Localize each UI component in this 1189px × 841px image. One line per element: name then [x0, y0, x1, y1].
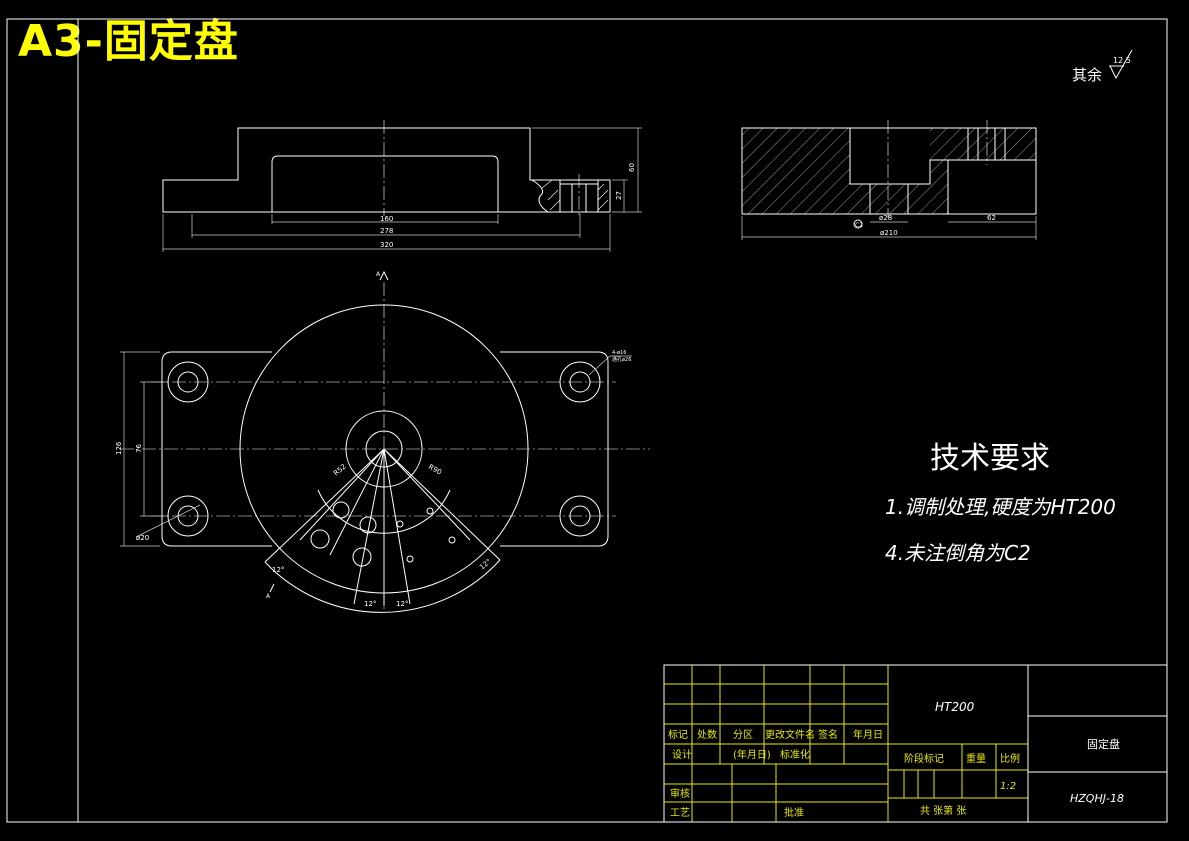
dim-76: 76	[135, 444, 143, 453]
stage-mark-label: 阶段标记	[904, 752, 944, 765]
hole-note-1: 4-ø16	[612, 350, 626, 356]
review-label: 审核	[670, 787, 690, 800]
process-label: 工艺	[670, 807, 690, 819]
dim-278: 278	[380, 227, 393, 235]
section-view: C2 ø28 ø210 62	[741, 120, 1037, 240]
dim-160: 160	[380, 215, 393, 223]
front-view: 160 278 320 60 27	[162, 120, 642, 252]
section-mark-top: A	[376, 271, 381, 278]
weight-label: 重量	[966, 752, 986, 765]
header-zone: 分区	[733, 729, 753, 741]
requirement-item: 1.调制处理,硬度为HT200	[885, 495, 1116, 519]
requirement-item: 4.未注倒角为C2	[885, 541, 1031, 565]
dim-126: 126	[115, 441, 123, 455]
technical-requirements: 技术要求 1.调制处理,硬度为HT200 4.未注倒角为C2	[885, 441, 1116, 565]
inner-frame	[77, 18, 1168, 823]
drawing-title: A3-固定盘	[18, 16, 239, 67]
hole-note-2: 通孔ø26	[612, 356, 631, 363]
standardize-label: 标准化	[780, 748, 810, 761]
title-block: HT200 固定盘 HZQHJ-18 标记 处数 分区 更改文件名 签名 年月日…	[663, 664, 1168, 823]
dim-c2: C2	[855, 222, 863, 229]
header-signature: 签名	[818, 728, 838, 741]
dim-27: 27	[615, 191, 623, 200]
dim-angle-3: 12°	[396, 600, 408, 608]
header-date: 年月日	[853, 728, 883, 741]
dim-phi28: ø28	[879, 214, 892, 222]
dim-r52: R52	[332, 463, 348, 478]
header-mark: 标记	[668, 729, 688, 741]
plan-view: A A 126 76 ø20 R52 R90 12° 12° 12° 12° 4…	[115, 270, 650, 613]
dim-62: 62	[987, 214, 996, 222]
dim-phi210: ø210	[880, 229, 898, 237]
dim-60: 60	[628, 163, 636, 172]
dim-r90: R90	[427, 463, 443, 477]
roughness-value: 12.5	[1113, 56, 1131, 65]
scale-label: 比例	[1000, 752, 1020, 765]
dim-angle-2: 12°	[364, 600, 376, 608]
header-count: 处数	[697, 728, 717, 741]
dim-angle-1: 12°	[272, 566, 284, 574]
sheet-count: 共 张第 张	[920, 804, 966, 817]
header-change-file: 更改文件名	[765, 728, 815, 741]
part-name: 固定盘	[1087, 737, 1120, 751]
approve-label: 批准	[784, 806, 804, 819]
drawing-number: HZQHJ-18	[1070, 792, 1124, 805]
dim-320: 320	[380, 241, 393, 249]
scale-value: 1:2	[1000, 781, 1016, 792]
dim-phi20: ø20	[136, 534, 149, 542]
roughness-prefix: 其余	[1072, 66, 1102, 84]
section-mark-bottom: A	[266, 593, 271, 600]
requirements-heading: 技术要求	[930, 441, 1050, 476]
roughness-mark: 其余 12.5	[1072, 49, 1133, 84]
design-label: 设计	[672, 748, 692, 761]
material: HT200	[935, 700, 975, 714]
date-sig-label: (年月日)	[733, 748, 771, 761]
